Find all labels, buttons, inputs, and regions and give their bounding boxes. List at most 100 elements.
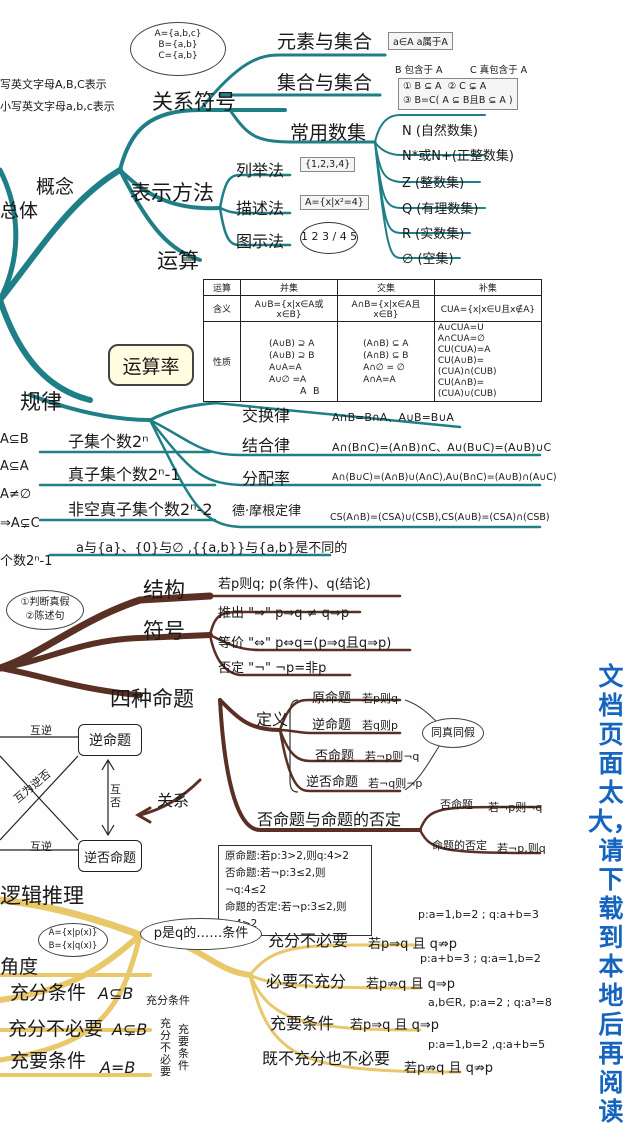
inter-prop: A∩∅ = ∅	[363, 362, 405, 373]
def-original-name: 原命题	[312, 691, 352, 706]
ops-def-complement: CUA={x|x∈U且x∉A}	[433, 295, 543, 322]
def-converse-form: 若q则p	[362, 719, 398, 732]
concept-label: 概念	[36, 176, 75, 198]
cloud-judge: ①判断真假	[20, 597, 70, 608]
inter-prop: (A∩B) ⊆ B	[363, 350, 409, 361]
left-note-upper: 写英文字母A,B,C表示	[0, 78, 107, 91]
law-demorgan-formula: CS(A∩B)=(CSA)∪(CSB),CS(A∪B)=(CSA)∩(CSB)	[330, 512, 550, 523]
def-contrapositive-form: 若¬q则¬p	[368, 777, 423, 790]
law-associative-formula: A∩(B∩C)=(A∩B)∩C、A∪(B∪C)=(A∪B)∪C	[332, 441, 552, 454]
laws-label: 规律	[20, 390, 62, 414]
branch-suffnotnec-name: 充分不必要	[268, 931, 349, 950]
diagram-mutual-converse-bottom: 互逆	[30, 840, 52, 853]
branch-suffnotnec-rule: 若p⇒q 且 q⇏p	[368, 937, 458, 952]
left-fragment-2: A⊆A	[0, 459, 29, 474]
branch-iff-rule: 若p⇒q 且 q⇒p	[350, 1018, 440, 1033]
neg-prop-label: 命题的否定	[432, 839, 487, 852]
ops-def-intersection: A∩B={x|x∈A且x∈B}	[337, 295, 435, 322]
diagram-mutual-negation: 互否	[110, 783, 121, 809]
desc-method-label: 描述法	[236, 199, 285, 218]
left-suffnotnec-name: 充分不必要	[8, 1018, 104, 1040]
branch-neither-name: 既不充分也不必要	[262, 1049, 391, 1068]
ops-header-row: 运算 并集 交集 补集	[203, 279, 543, 296]
cloud-statement: ②陈述句	[25, 611, 65, 622]
negation-vs-label: 否命题与命题的否定	[257, 810, 402, 829]
symbols-label: 符号	[143, 619, 185, 643]
left-fragment-5: 个数2ⁿ-1	[0, 554, 53, 569]
left-fragment-3: A≠∅	[0, 487, 32, 502]
cloud-set-c: C={a,b}	[158, 51, 198, 61]
suff-not-nec-vertical: 充分不必要	[160, 1017, 171, 1078]
union-prop: A∪∅ =A	[269, 374, 307, 385]
symbol-negate: 否定 "¬" ¬p=非p	[218, 661, 327, 676]
comp-prop: CU(CUA)=A	[437, 345, 491, 355]
branch-necnotsuff-example: p:a+b=3 ; q:a=1,b=2	[420, 952, 541, 965]
neg-inverse-form: 若¬p则¬q	[488, 801, 543, 814]
number-set-q: Q (有理数集)	[402, 202, 479, 217]
number-set-empty: ∅ (空集)	[402, 252, 454, 267]
diagram-contrapositive: 逆否命题	[78, 840, 142, 872]
angle-label: 角度	[0, 956, 39, 978]
law-associative-name: 结合律	[242, 436, 291, 455]
operations-label: 运算	[157, 249, 199, 273]
enum-example: {1,2,3,4}	[300, 157, 356, 172]
neg-inverse-label: 否命题	[440, 798, 473, 811]
cloud-set-b: B={a,b}	[158, 40, 198, 50]
left-iff-rel: A=B	[100, 1058, 136, 1077]
four-propositions-label: 四种命题	[110, 687, 194, 711]
def-converse-name: 逆命题	[312, 718, 352, 733]
relation-label: 关系	[157, 791, 190, 810]
desc-example: A={x|x²=4}	[300, 195, 369, 210]
structure-note: 若p则q; p(条件)、q(结论)	[218, 577, 371, 592]
def-inverse-form: 若¬p则¬q	[365, 750, 420, 763]
ops-def-union: A∪B={x|x∈A或x∈B}	[239, 295, 339, 322]
branch-neither-rule: 若p⇏q 且 q⇏p	[404, 1061, 494, 1076]
ops-header-union: 并集	[239, 279, 339, 296]
number-set-nplus: N*或N+(正整数集)	[402, 149, 514, 164]
left-suff-name: 充分条件	[10, 982, 87, 1004]
branch-iff-name: 充要条件	[270, 1014, 335, 1033]
logic-title: 逻辑推理	[0, 884, 84, 908]
condition-question-cloud: p是q的……条件	[140, 918, 262, 950]
ops-header-op: 运算	[203, 279, 241, 296]
symbol-infer: 推出 "⇒" p⇒q ≠ q⇒p	[218, 606, 350, 621]
left-suffnotnec-rel: A⊊B	[112, 1020, 148, 1039]
union-prop: (A∪B) ⊇ A	[269, 338, 315, 349]
comp-prop: A∩CUA=∅	[437, 334, 485, 344]
set-set-label: 集合与集合	[277, 72, 373, 94]
iff-vertical: 充要条件	[178, 1023, 189, 1072]
number-set-n: N (自然数集)	[402, 124, 479, 139]
union-prop: A∪A=A	[269, 362, 302, 373]
download-notice: 文档页面太大，请下载到本地后再阅读	[588, 662, 639, 1126]
logic-cloud-b: B={x|q(x)}	[48, 941, 98, 951]
cloud-set-a: A={a,b,c}	[154, 29, 202, 39]
operations-table: 运算 并集 交集 补集 含义 A∪B={x|x∈A或x∈B} A∩B={x|x∈…	[203, 279, 543, 402]
branch-suffnotnec-example: p:a=1,b=2 ; q:a+b=3	[418, 908, 539, 921]
law-commutative-name: 交换律	[242, 406, 291, 425]
left-fragment-1: A⊆B	[0, 432, 29, 447]
law-demorgan-name: 德·摩根定律	[232, 504, 302, 519]
example-line: 原命题:若p:3>2,则q:4>2	[225, 850, 350, 862]
relation-symbols-label: 关系符号	[152, 90, 236, 114]
psubset-label: C 真包含于 A	[470, 65, 528, 76]
branch-necnotsuff-name: 必要不充分	[266, 972, 347, 991]
def-original-form: 若p则q	[362, 692, 398, 705]
inter-prop: (A∩B) ⊆ A	[363, 338, 409, 349]
law-distributive-name: 分配率	[242, 469, 291, 488]
enum-method-label: 列举法	[236, 161, 285, 180]
logic-cloud: A={x|p(x)} B={x|q(x)}	[38, 923, 108, 957]
set-set-note-2: ② C ⊊ A	[447, 81, 487, 92]
branch-neither-example: p:a=1,b=2 ,q:a+b=5	[428, 1038, 546, 1051]
left-note-lower: 小写英文字母a,b,c表示	[0, 100, 115, 113]
venn-label-b: B	[313, 386, 320, 397]
common-sets-label: 常用数集	[290, 122, 367, 144]
proposition-cloud: ①判断真假 ②陈述句	[6, 590, 84, 630]
venn-label-a: A	[300, 386, 307, 397]
set-set-note-3: ③ B=C( A ⊆ B且B ⊆ A )	[403, 95, 513, 106]
ops-prop-row: 性质 (A∪B) ⊇ A (A∪B) ⊇ B A∪A=A A∪∅ =A (A∩B…	[203, 321, 543, 402]
neg-prop-form: 若¬p,则q	[497, 842, 546, 855]
comp-prop: A∪CUA=U	[437, 323, 484, 333]
subset-label: B 包含于 A	[395, 65, 443, 76]
graph-method-label: 图示法	[236, 232, 285, 251]
inter-prop: A∩A=A	[363, 374, 396, 385]
